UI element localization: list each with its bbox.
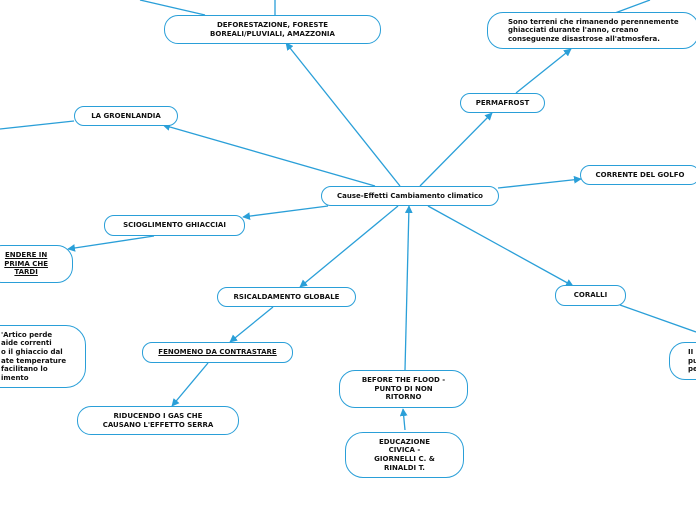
node-riducendo-label: RIDUCENDO I GAS CHE CAUSANO L'EFFETTO SE… bbox=[102, 411, 214, 429]
node-tendere[interactable]: ENDERE IN PRIMA CHE TARDI bbox=[0, 245, 73, 283]
node-permafrost-description-label: Sono terreni che rimanendo perennemente … bbox=[508, 17, 679, 43]
node-artico[interactable]: 'Artico perde aide correnti o il ghiacci… bbox=[0, 325, 86, 388]
node-groenlandia-label: LA GROENLANDIA bbox=[91, 111, 161, 120]
central-node[interactable]: Cause-Effetti Cambiamento climatico bbox=[321, 186, 499, 206]
node-permafrost-label: PERMAFROST bbox=[475, 98, 530, 107]
link-permafrost-desc bbox=[515, 48, 572, 94]
node-educazione-civica[interactable]: EDUCAZIONE CIVICA - GIORNELLI C. & RINAL… bbox=[345, 432, 464, 478]
node-educazione-civica-label: EDUCAZIONE CIVICA - GIORNELLI C. & RINAL… bbox=[374, 437, 435, 472]
link-offcanvas-right bbox=[619, 304, 696, 333]
node-riducendo[interactable]: RIDUCENDO I GAS CHE CAUSANO L'EFFETTO SE… bbox=[77, 406, 239, 435]
link-central-permafrost bbox=[419, 112, 493, 187]
node-deforestazione[interactable]: DEFORESTAZIONE, FORESTE BOREALI/PLUVIALI… bbox=[164, 15, 381, 44]
node-permafrost[interactable]: PERMAFROST bbox=[460, 93, 545, 113]
node-fenomeno-label: FENOMENO DA CONTRASTARE bbox=[158, 348, 277, 357]
node-fenomeno[interactable]: FENOMENO DA CONTRASTARE bbox=[142, 342, 293, 363]
node-tendere-label: ENDERE IN PRIMA CHE TARDI bbox=[4, 251, 48, 277]
node-before-the-flood-label: BEFORE THE FLOOD - PUNTO DI NON RITORNO bbox=[361, 376, 446, 402]
node-permafrost-description[interactable]: Sono terreni che rimanendo perennemente … bbox=[487, 12, 696, 49]
link-offcanvas-top-left bbox=[139, 0, 206, 16]
link-central-corrente bbox=[497, 175, 582, 189]
node-corrente-golfo[interactable]: CORRENTE DEL GOLFO bbox=[580, 165, 696, 185]
node-coralli-detail[interactable]: II pu pe bbox=[669, 342, 696, 380]
link-offcanvas-left bbox=[0, 120, 75, 130]
link-scioglimento-tendere bbox=[67, 235, 155, 252]
link-before-central bbox=[404, 205, 413, 371]
node-before-the-flood[interactable]: BEFORE THE FLOOD - PUNTO DI NON RITORNO bbox=[339, 370, 468, 408]
link-central-coralli bbox=[427, 205, 574, 287]
link-fenomeno-riducendo bbox=[171, 362, 209, 407]
link-central-deforestazione bbox=[285, 42, 401, 187]
node-riscaldamento-globale[interactable]: RSICALDAMENTO GLOBALE bbox=[217, 287, 356, 307]
node-corrente-golfo-label: CORRENTE DEL GOLFO bbox=[595, 170, 685, 179]
link-central-riscaldamento bbox=[299, 205, 399, 288]
node-scioglimento-ghiacciai[interactable]: SCIOGLIMENTO GHIACCIAI bbox=[104, 215, 245, 236]
node-artico-label: 'Artico perde aide correnti o il ghiacci… bbox=[1, 330, 67, 382]
central-node-label: Cause-Effetti Cambiamento climatico bbox=[337, 191, 483, 200]
node-deforestazione-label: DEFORESTAZIONE, FORESTE BOREALI/PLUVIALI… bbox=[210, 20, 335, 38]
link-central-groenlandia bbox=[162, 123, 376, 187]
link-educazione-before bbox=[399, 408, 408, 431]
node-groenlandia[interactable]: LA GROENLANDIA bbox=[74, 106, 178, 126]
node-scioglimento-ghiacciai-label: SCIOGLIMENTO GHIACCIAI bbox=[123, 221, 226, 230]
link-riscaldamento-fenomeno bbox=[229, 306, 274, 343]
node-riscaldamento-globale-label: RSICALDAMENTO GLOBALE bbox=[233, 292, 340, 301]
node-coralli[interactable]: CORALLI bbox=[555, 285, 626, 306]
link-central-scioglimento bbox=[242, 205, 329, 220]
link-offcanvas-top-right bbox=[614, 0, 651, 14]
node-coralli-label: CORALLI bbox=[573, 291, 608, 300]
node-coralli-detail-label: II pu pe bbox=[688, 348, 696, 374]
